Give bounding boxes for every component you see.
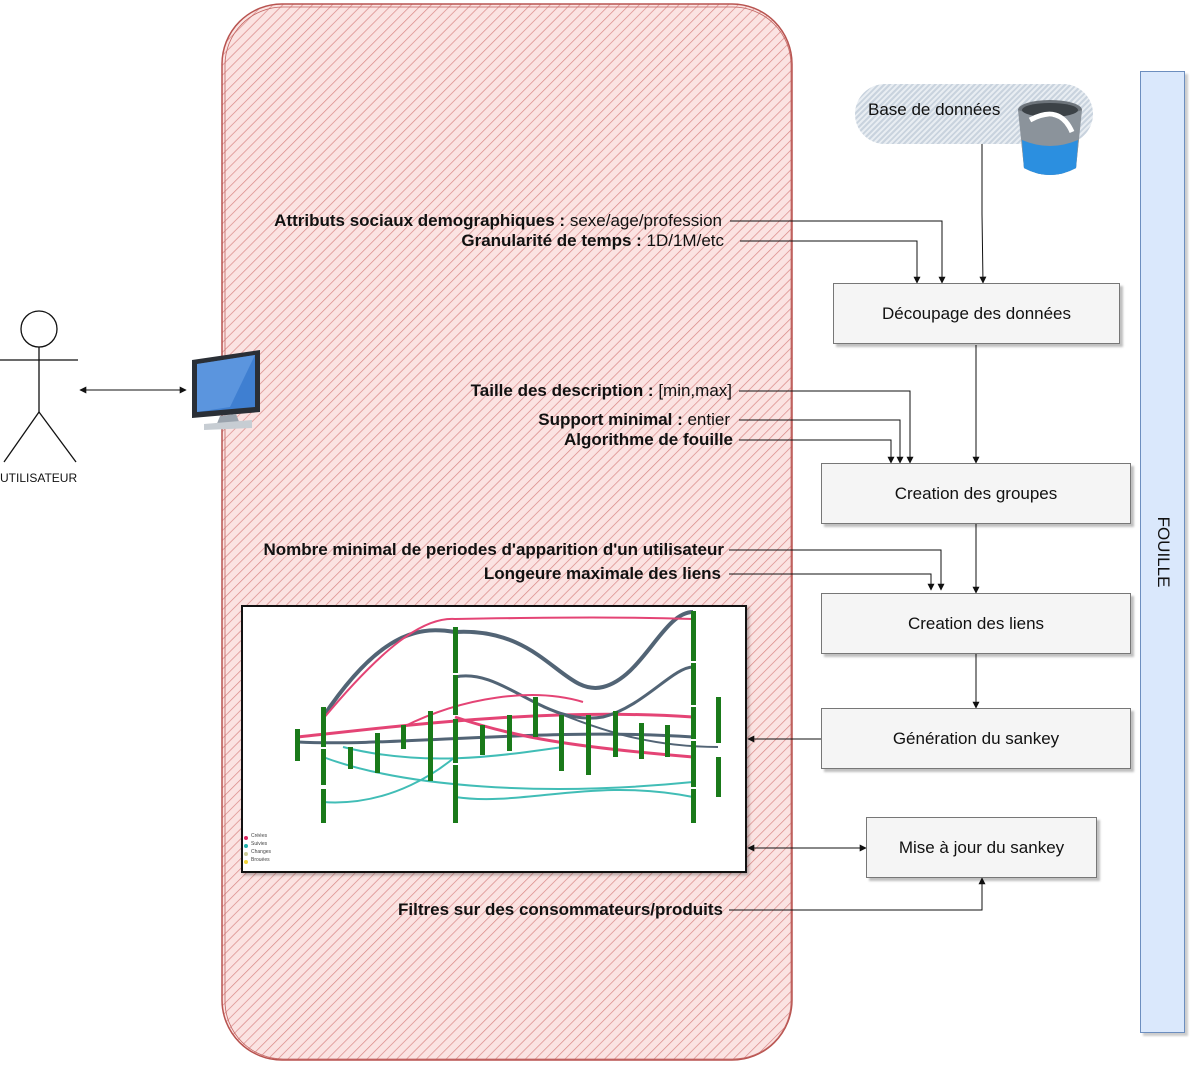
sankey-node [691, 663, 696, 705]
database-label: Base de données [868, 100, 1001, 119]
step-mise-a-jour[interactable]: Mise à jour du sankey [866, 817, 1097, 878]
sankey-flow [297, 712, 694, 739]
sankey-flow [402, 694, 584, 728]
sankey-node [321, 749, 326, 785]
sankey-node [613, 711, 618, 757]
sankey-node [453, 675, 458, 715]
monitor-icon [192, 350, 260, 430]
sankey-node [691, 741, 696, 787]
sankey-node [453, 719, 458, 763]
sankey-flow [454, 788, 694, 801]
fouille-label: FOUILLE [1153, 516, 1173, 588]
sankey-node [375, 733, 380, 773]
sankey-node [559, 715, 564, 771]
sankey-node [348, 747, 353, 769]
sankey-preview[interactable]: Créées Suivies Changes Brouées [241, 605, 747, 873]
database-icon-overlay [1018, 100, 1082, 175]
fouille-panel: FOUILLE [1140, 71, 1185, 1033]
legend-item: Créées [251, 833, 268, 839]
sankey-node [586, 715, 591, 775]
sankey-flow [322, 756, 456, 804]
param-algorithme: Algorithme de fouille [563, 430, 733, 449]
sankey-node [321, 707, 326, 747]
sankey-drawing [244, 610, 721, 864]
sankey-flow [454, 610, 694, 690]
sankey-node [453, 765, 458, 823]
sankey-flow [322, 616, 694, 720]
stick-figure-icon [0, 310, 78, 463]
sankey-node [428, 711, 433, 781]
sankey-node [453, 627, 458, 673]
sankey-node [533, 697, 538, 737]
sankey-node [691, 611, 696, 661]
sankey-node [716, 757, 721, 797]
param-attributs: Attributs sociaux demographiques : sexe/… [274, 211, 722, 230]
param-taille: Taille des description : [min,max] [470, 381, 732, 400]
legend-item: Suivies [251, 841, 268, 847]
param-granularite: Granularité de temps : 1D/1M/etc [461, 231, 724, 250]
step-liens[interactable]: Creation des liens [821, 593, 1131, 654]
sankey-node [295, 729, 300, 761]
sankey-flow [454, 715, 694, 759]
sankey-legend [244, 836, 248, 864]
sankey-flow [297, 732, 694, 745]
sankey-node [321, 789, 326, 823]
sankey-node [691, 707, 696, 739]
sankey-flow [322, 756, 694, 790]
sankey-flow [321, 628, 456, 719]
legend-item: Brouées [251, 857, 270, 863]
sankey-node [401, 725, 406, 749]
param-longeure: Longeure maximale des liens [483, 564, 721, 583]
sankey-node [665, 725, 670, 757]
sankey-node [691, 789, 696, 823]
legend-item: Changes [251, 849, 272, 855]
sankey-node [716, 697, 721, 743]
sankey-node [480, 725, 485, 755]
sankey-node [639, 723, 644, 759]
sankey-flow [454, 665, 694, 720]
param-support: Support minimal : entier [538, 410, 730, 429]
param-filtres: Filtres sur des consommateurs/produits [398, 900, 723, 919]
actor-label: UTILISATEUR [0, 471, 78, 485]
step-groupes[interactable]: Creation des groupes [821, 463, 1131, 524]
param-nombre-minimal: Nombre minimal de periodes d'apparition … [263, 540, 724, 559]
step-decoupage[interactable]: Découpage des données [833, 283, 1120, 344]
step-generation[interactable]: Génération du sankey [821, 708, 1131, 769]
sankey-node [507, 715, 512, 751]
